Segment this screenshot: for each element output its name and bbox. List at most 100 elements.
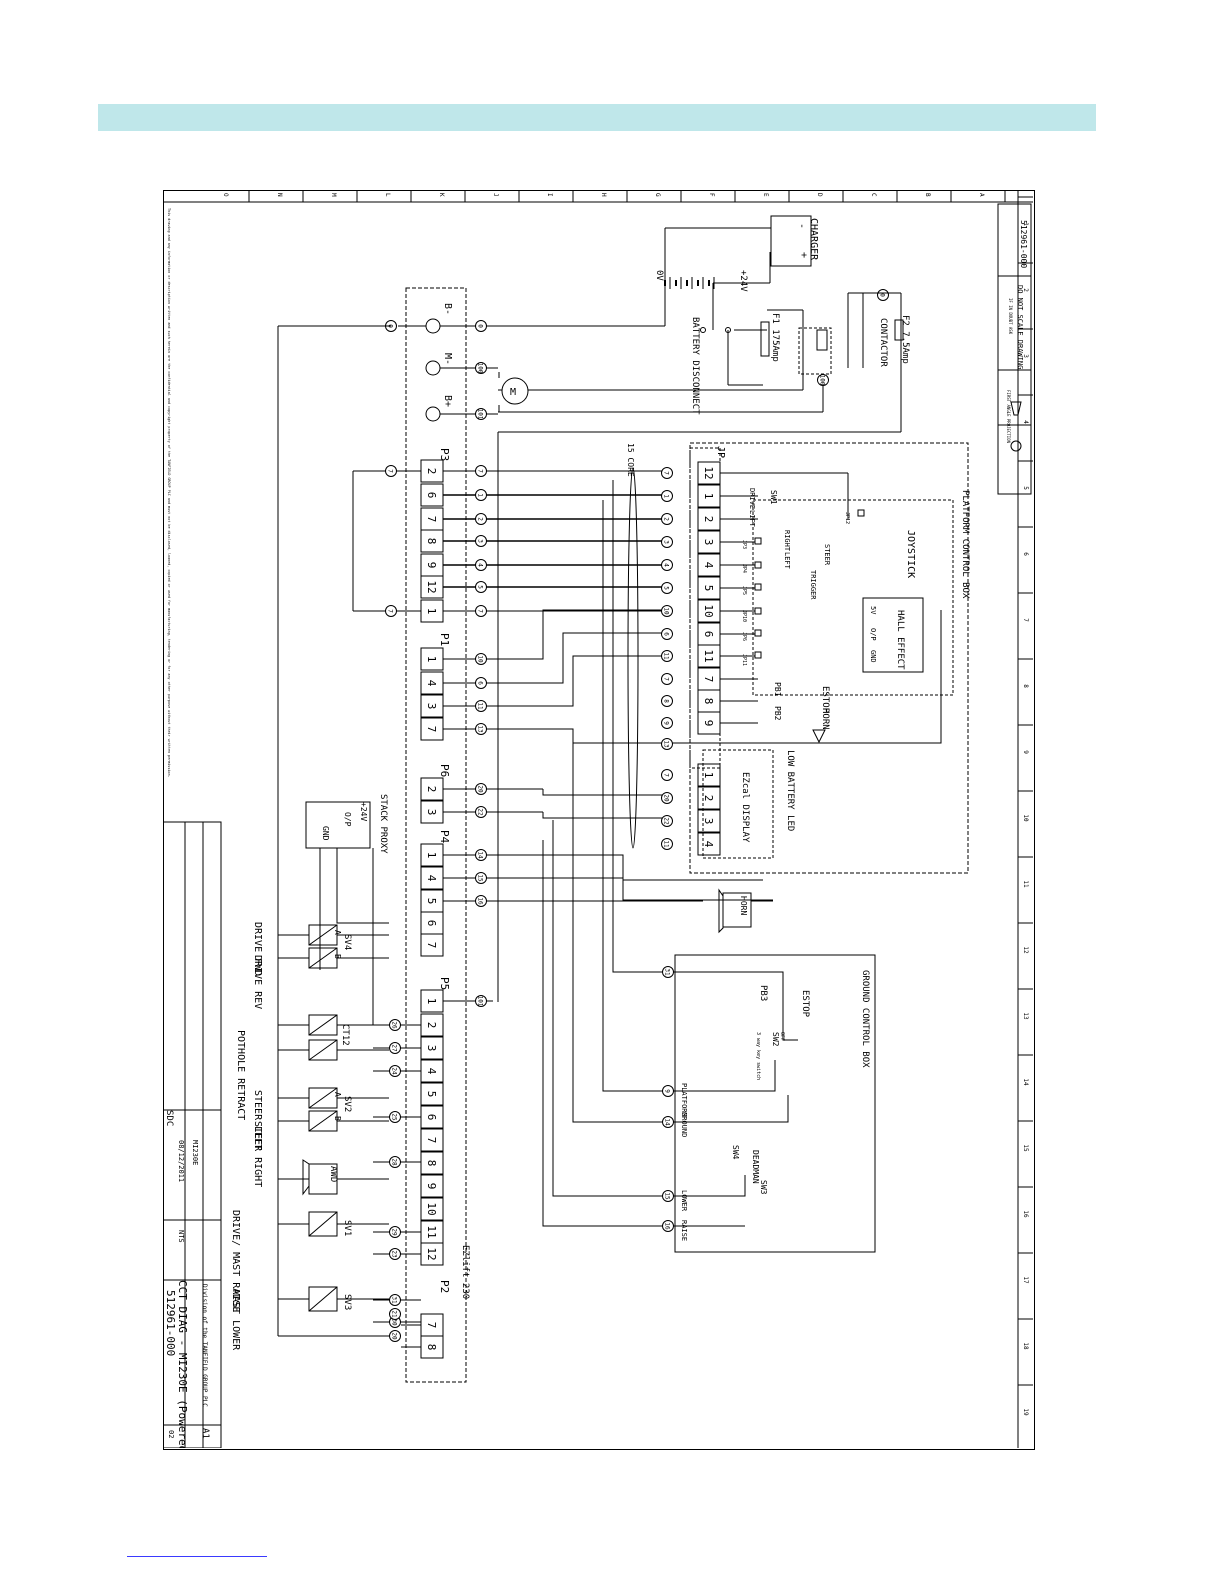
ground-platform-label: PLATFORM	[680, 1083, 688, 1117]
p2-pin-number: 7	[425, 1322, 438, 1329]
jumper-label: JP10	[741, 610, 747, 622]
p5-wire-marker	[389, 1111, 401, 1123]
jumper-label: JP6	[741, 632, 747, 641]
grid-column-label: 13	[1022, 1012, 1029, 1020]
p5-pin-number: 3	[425, 1045, 438, 1052]
ezcal-wire-marker-label: 7	[663, 773, 670, 777]
jp-wire-marker	[661, 605, 673, 617]
jp-wire-marker-label: 11	[663, 652, 670, 660]
ezcal-wire-marker	[661, 769, 673, 781]
p3-wire-marker-label: 3	[477, 539, 484, 543]
jp-wire-marker-label: 5	[663, 586, 670, 590]
jumper-label: JP11	[741, 654, 747, 666]
p5-wire-marker-label: 29	[391, 1228, 398, 1236]
ground-raise-label: RAISE	[680, 1220, 688, 1241]
contactor-wire-marker-label: 0	[879, 293, 886, 297]
p5-wire-marker-label: 30	[391, 1318, 398, 1326]
p5-wire-marker	[389, 1248, 401, 1260]
sw1-label: SW1	[769, 490, 778, 505]
p5-wire-marker	[389, 1042, 401, 1054]
ezcal-pin	[697, 786, 721, 810]
scale-note: DO NOT SCALE DRAWING	[1016, 285, 1024, 369]
jp-wire-marker	[661, 695, 673, 707]
low-battery-label: LOW BATTERY LED	[785, 750, 795, 831]
controller-outline	[405, 287, 467, 1383]
p3-wire-marker-label: 5	[477, 585, 484, 589]
terminal-bplus	[425, 406, 441, 422]
wire	[503, 655, 666, 707]
jp-wire-marker	[661, 628, 673, 640]
jumper-label: JP5	[741, 586, 747, 595]
p5-pin	[420, 1174, 444, 1198]
fuse1-label: F1 175Amp	[770, 313, 780, 362]
p3-wire-marker	[475, 559, 487, 571]
wire	[552, 820, 662, 1197]
sw2-note: 3 way key switch	[755, 1032, 761, 1080]
wire	[372, 848, 389, 1026]
jp-wire-marker-label: 8	[663, 699, 670, 703]
hall-pin: 5V	[869, 606, 877, 615]
sv4-a-label: A	[333, 930, 342, 935]
sw2-label: SW2	[771, 1032, 780, 1047]
p1-wire-marker	[475, 723, 487, 735]
p5-wire-marker	[389, 1019, 401, 1031]
p4-wire-marker	[475, 872, 487, 884]
drive-mast-label: DRIVE/ MAST RAISE	[230, 1210, 241, 1312]
wire	[542, 812, 666, 819]
p5-pin-number: 11	[425, 1225, 438, 1238]
v0-label: 0V	[654, 270, 664, 281]
wire	[602, 500, 662, 1092]
grid-row-label: A	[978, 193, 985, 197]
jp-pin-number: 2	[702, 516, 715, 523]
sv3-label: SV3	[342, 1294, 352, 1310]
p3-wire-marker	[475, 465, 487, 477]
p1-pin-number: 1	[425, 656, 438, 663]
ground-wire-marker	[662, 966, 674, 978]
ezcal-wire-marker	[661, 838, 673, 850]
stack-proxy-pin: O/P	[343, 812, 352, 827]
p3-wire-marker-label: 1	[477, 493, 484, 497]
p5-label: P5	[438, 977, 451, 990]
projection-note: FIRST ANGLE PROJECTION	[1006, 390, 1011, 444]
steer-left-label: STEER LEFT	[252, 1090, 263, 1150]
p4-wire-marker	[475, 849, 487, 861]
hall-pin: O/P	[869, 628, 877, 641]
stack-proxy-pin: GND	[321, 826, 330, 841]
p2-wire-marker	[389, 1330, 401, 1342]
right-label: RIGHT	[783, 530, 791, 552]
stack-proxy-box	[305, 801, 371, 849]
jp-wire-marker-label: 13	[663, 740, 670, 748]
sw4-label: SW4	[731, 1145, 740, 1160]
pb3-label: PB3	[758, 985, 768, 1001]
p5-pin-number: 1	[425, 998, 438, 1005]
p3-wire-marker	[475, 581, 487, 593]
battery-disconnect-label: BATTERY DISCONNECT	[690, 317, 700, 415]
jp-pin-number: 3	[702, 539, 715, 546]
horn-btn-label: HORN	[820, 708, 830, 730]
p2-pin-number: 8	[425, 1344, 438, 1351]
jp-pin-number: 12	[702, 466, 715, 479]
mast-lower-label: MAST LOWER	[230, 1290, 241, 1351]
wire-marker-label: 0	[477, 324, 484, 328]
p3-wire-marker	[475, 605, 487, 617]
solenoid-diag	[308, 1014, 338, 1036]
jp-pin-number: 8	[702, 698, 715, 705]
drawing-size: A1	[200, 1428, 210, 1439]
jp-pin-number: 5	[702, 585, 715, 592]
drawing-scale: NTS	[177, 1230, 185, 1243]
p5-wire-marker-label: 25	[391, 1113, 398, 1121]
projection-symbol	[1010, 401, 1022, 416]
grid-row-label: F	[708, 193, 715, 197]
wire-marker-label: 101	[477, 409, 484, 420]
grid-column-label: 12	[1022, 946, 1029, 954]
ground-wire-marker-label: 16	[664, 1222, 671, 1230]
ezcal-wire-marker	[661, 815, 673, 827]
motor	[501, 377, 529, 405]
ezcal-pin-number: 4	[702, 841, 715, 848]
ezcal-wire-marker-label: 11	[663, 840, 670, 848]
ezcal-pin	[697, 763, 721, 787]
p2-wire-marker-label: 21	[391, 1310, 398, 1318]
p3-wire-marker-label: 4	[477, 563, 484, 567]
platform-control-box	[689, 442, 969, 874]
p3-label: P3	[438, 448, 451, 461]
